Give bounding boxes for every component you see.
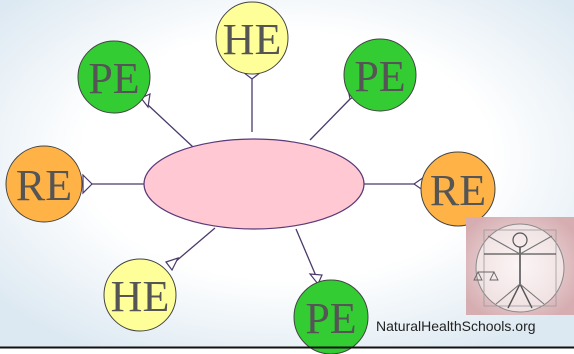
node-bottom-pe: PE — [293, 279, 369, 354]
node-circle — [343, 38, 417, 112]
node-circle — [215, 1, 289, 75]
node-left-re: RE — [5, 145, 83, 223]
node-circle — [5, 145, 83, 223]
node-upper-left-pe: PE — [77, 40, 151, 114]
node-label: PE — [88, 54, 139, 103]
connector-lower-left — [174, 227, 216, 263]
logo-leg-right — [519, 283, 533, 309]
node-circle — [103, 258, 177, 332]
vitruvian-man-logo — [466, 217, 574, 315]
node-label: HE — [223, 15, 282, 64]
node-right-re: RE — [420, 151, 496, 227]
node-circle — [293, 279, 369, 354]
node-label: RE — [430, 166, 486, 215]
logo-leg-spread-right — [519, 283, 545, 305]
center-ellipse — [143, 138, 365, 230]
logo-scale-pan-right — [489, 270, 499, 281]
node-circle — [77, 40, 151, 114]
node-label: PE — [305, 294, 356, 343]
node-upper-right-pe: PE — [343, 38, 417, 112]
connector-upper-left — [147, 104, 194, 148]
watermark-text: NaturalHealthSchools.org — [376, 318, 536, 334]
connector-bottom — [295, 228, 317, 277]
logo-arm-raised-left — [487, 235, 521, 255]
node-circle — [420, 151, 496, 227]
logo-scale-pan-left — [473, 270, 483, 281]
node-label: PE — [354, 52, 405, 101]
logo-square — [483, 229, 557, 307]
node-label: RE — [16, 161, 72, 210]
connector-upper-right — [309, 96, 353, 141]
node-lower-left-he: HE — [103, 258, 177, 332]
logo-leg-left — [507, 283, 521, 309]
logo-leg-spread-left — [495, 283, 521, 305]
node-label: HE — [111, 272, 170, 321]
node-top-he: HE — [215, 1, 289, 75]
logo-arm-raised-right — [519, 235, 553, 255]
arrowhead-lower-left — [165, 256, 180, 272]
arrowhead-left — [82, 173, 93, 195]
